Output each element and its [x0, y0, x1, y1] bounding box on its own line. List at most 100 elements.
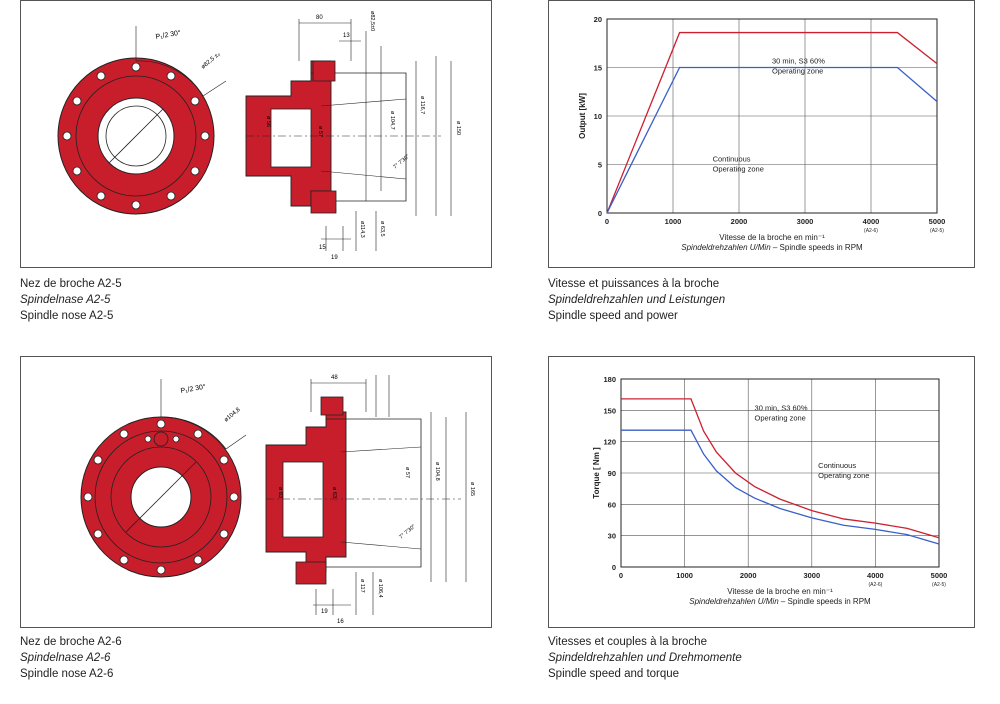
y-tick-label: 15 — [594, 64, 602, 73]
speed-power-chart: 0 1000 2000 3000 4000 (A2-6) 5000 (A2-5) 0 5 10 15 2… — [578, 15, 946, 252]
caption-fr: Vitesse et puissances à la broche — [548, 278, 720, 290]
annotation-text: Continuous — [818, 461, 856, 470]
a2-5-dim-5: ø 116,7 — [419, 96, 425, 114]
a2-5-dim-2: 13 — [343, 33, 350, 39]
a2-6-front-view: P₁/2 30° ø104,8 — [80, 379, 247, 578]
a2-5-dim-10: ø114,3 — [359, 221, 365, 238]
x-tick-label: 4000 — [867, 571, 884, 580]
a2-5-dim-4: ø 150 — [455, 121, 461, 135]
a2-5-dim-13: 19 — [331, 255, 338, 261]
x-axis-label-2: Spindeldrehzahlen U/Min – Spindle speeds… — [681, 243, 863, 252]
y-tick-label: 20 — [594, 15, 602, 24]
x-tick-label: 2000 — [731, 217, 748, 226]
x-tick-label: 4000 — [863, 217, 880, 226]
series-line-blue — [621, 429, 940, 545]
annotation-text: 30 min, S3 60% — [772, 57, 825, 66]
caption-de: Spindeldrehzahlen und Drehmomente — [548, 652, 742, 664]
y-tick-label: 5 — [598, 161, 602, 170]
a2-5-section-view: 80 13 ø82,5±0 ø 150 ø 116,7 ø 104,7 ø 56… — [245, 11, 461, 261]
annotation-text: Operating zone — [772, 67, 823, 76]
a2-6-drawing-svg: P₁/2 30° ø104,8 48 ø 165 — [80, 375, 475, 625]
caption-en: Spindle nose A2-5 — [20, 310, 114, 322]
caption-de: Spindelnase A2-5 — [20, 294, 111, 306]
a2-6-dim-3: ø 104,8 — [434, 462, 440, 481]
annotation-text: Operating zone — [755, 413, 806, 422]
spindle-nose-a2-5-drawing: P₁/2 30° ø82,5 ±₀ 80 — [20, 0, 492, 268]
y-tick-label: 180 — [603, 375, 616, 384]
a2-6-dim-5: ø 63 — [331, 487, 337, 498]
a2-6-dim-11: 16 — [337, 619, 344, 625]
a2-5-dim-6: ø 104,7 — [389, 111, 395, 130]
caption-fr: Nez de broche A2-6 — [20, 636, 122, 648]
a2-6-dim-1: 48 — [331, 375, 338, 381]
x-tick-label: 3000 — [803, 571, 820, 580]
y-tick-label: 60 — [608, 500, 616, 509]
caption-en: Spindle speed and power — [548, 310, 678, 322]
caption-en: Spindle nose A2-6 — [20, 668, 114, 680]
y-tick-label: 30 — [608, 532, 616, 541]
a2-5-dim-1: 80 — [316, 15, 323, 21]
a2-6-front-label-2: ø104,8 — [223, 407, 242, 424]
caption-de: Spindeldrehzahlen und Leistungen — [548, 294, 726, 306]
caption-de: Spindelnase A2-6 — [20, 652, 111, 664]
spindle-nose-a2-6-drawing: P₁/2 30° ø104,8 48 ø 165 — [20, 356, 492, 628]
x-tick-label: 0 — [619, 571, 623, 580]
a2-5-dim-12: 15 — [319, 245, 326, 251]
caption-top-left: Nez de broche A2-5 Spindelnase A2-5 Spin… — [20, 276, 122, 324]
x-tick-label: 2000 — [740, 571, 757, 580]
a2-6-dim-10: 19 — [321, 609, 328, 615]
x-tick-sublabel: (A2-6) — [868, 582, 882, 588]
y-tick-label: 90 — [608, 469, 616, 478]
plot-frame — [606, 18, 938, 214]
x-tick-sublabel: (A2-6) — [864, 228, 878, 234]
a2-6-dim-7: ø 117 — [359, 579, 365, 593]
annotation-text: 30 min, S3 60% — [755, 403, 808, 412]
y-axis-label: Torque [ Nm ] — [592, 447, 601, 499]
a2-6-dim-2: ø 165 — [469, 482, 475, 496]
speed-power-chart-panel: 0 1000 2000 3000 4000 (A2-6) 5000 (A2-5) 0 5 10 15 2… — [548, 0, 975, 268]
a2-5-dim-9: 7° 7'30" — [392, 154, 410, 171]
caption-fr: Vitesses et couples à la broche — [548, 636, 707, 648]
a2-6-section-view: 48 ø 165 ø 104,8 ø 83 ø 63 7° 7'30" ø 11… — [265, 375, 475, 625]
caption-en: Spindle speed and torque — [548, 668, 680, 680]
series-line-red — [606, 31, 938, 214]
a2-5-dim-8: ø 57 — [317, 126, 323, 137]
x-tick-label: 1000 — [665, 217, 682, 226]
caption-top-right: Vitesse et puissances à la broche Spinde… — [548, 276, 725, 324]
a2-5-dim-7: ø 56 — [265, 116, 271, 127]
a2-5-front-label-2: ø82,5 ±₀ — [200, 51, 222, 71]
series-line-blue — [606, 66, 938, 214]
annotation-text: Operating zone — [818, 471, 869, 480]
a2-5-dim-11: ø 63,5 — [379, 221, 385, 237]
a2-6-dim-9: ø 57 — [404, 467, 410, 478]
y-tick-label: 0 — [598, 209, 602, 218]
a2-5-drawing-svg: P₁/2 30° ø82,5 ±₀ 80 — [57, 11, 461, 261]
annotation-text: Continuous — [713, 155, 751, 164]
x-axis-label: Vitesse de la broche en min⁻¹ — [719, 233, 825, 242]
x-tick-sublabel: (A2-5) — [930, 228, 944, 234]
caption-bottom-left: Nez de broche A2-6 Spindelnase A2-6 Spin… — [20, 634, 122, 682]
x-tick-label: 1000 — [676, 571, 693, 580]
caption-bottom-right: Vitesses et couples à la broche Spindeld… — [548, 634, 742, 682]
y-tick-label: 0 — [612, 563, 616, 572]
caption-fr: Nez de broche A2-5 — [20, 278, 122, 290]
plot-frame — [620, 378, 940, 568]
a2-5-front-view: P₁/2 30° ø82,5 ±₀ — [57, 26, 227, 215]
x-axis-label: Vitesse de la broche en min⁻¹ — [727, 587, 833, 596]
y-tick-label: 10 — [594, 112, 602, 121]
a2-6-dim-6: 7° 7'30" — [398, 524, 416, 541]
a2-6-front-label-1: P₁/2 30° — [180, 383, 207, 395]
x-tick-label: 0 — [605, 217, 609, 226]
annotation-text: Operating zone — [713, 165, 764, 174]
x-tick-label: 5000 — [929, 217, 946, 226]
y-tick-label: 120 — [603, 438, 616, 447]
a2-6-dim-4: ø 83 — [277, 487, 283, 498]
a2-5-front-label-1: P₁/2 30° — [155, 29, 182, 41]
x-tick-label: 3000 — [797, 217, 814, 226]
a2-6-dim-8: ø 106,4 — [377, 579, 383, 598]
a2-5-dim-3: ø82,5±0 — [369, 11, 375, 31]
x-tick-label: 5000 — [931, 571, 948, 580]
y-tick-label: 150 — [603, 406, 616, 415]
